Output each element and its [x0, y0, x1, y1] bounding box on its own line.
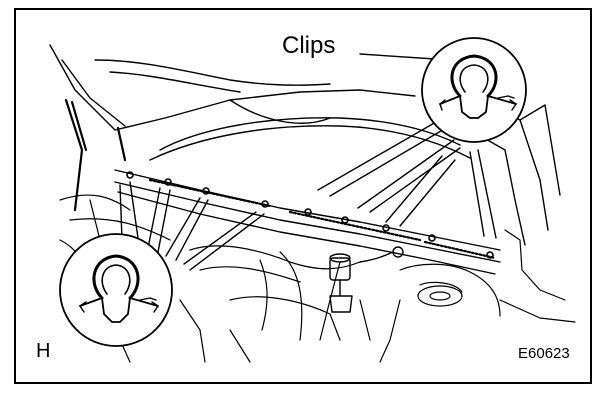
clip-positions	[126, 171, 494, 259]
hood-support-rods	[64, 98, 127, 212]
clips-label: Clips	[282, 32, 336, 59]
figure-code: E60623	[518, 345, 570, 362]
cowl-louver	[114, 169, 501, 275]
leader-lines-lower	[119, 181, 265, 271]
clip-detail-lower	[59, 233, 173, 347]
corner-letter: H	[36, 340, 51, 362]
washer-canister	[329, 253, 353, 313]
leader-lines-upper	[317, 121, 497, 239]
raised-hood	[49, 44, 416, 131]
hose-grommet	[359, 246, 404, 263]
clip-detail-upper	[421, 37, 527, 143]
engine-compartment	[59, 194, 576, 363]
